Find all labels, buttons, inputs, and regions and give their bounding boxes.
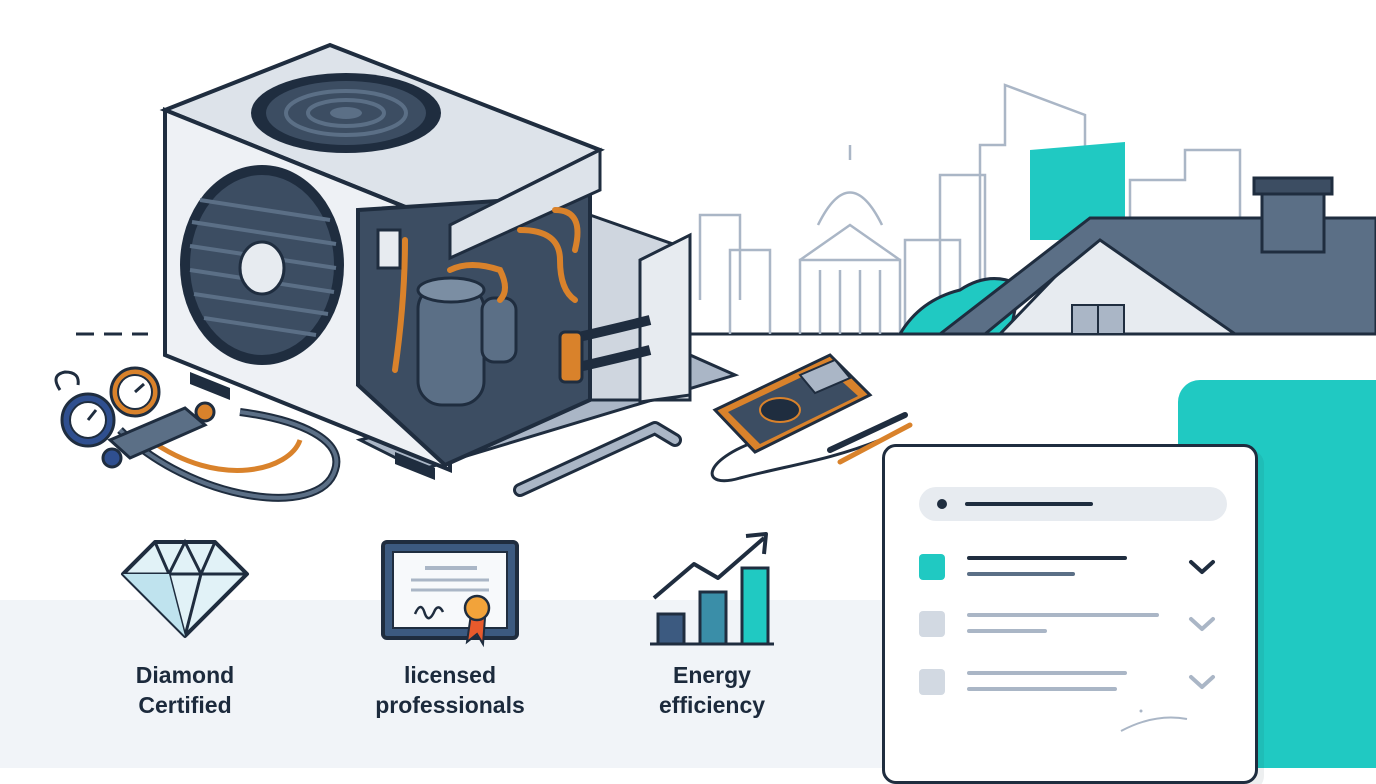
feature-diamond-certified: Diamond Certified bbox=[70, 528, 300, 720]
item-subtitle-line bbox=[967, 629, 1047, 633]
multimeter bbox=[710, 353, 913, 483]
growth-chart-icon bbox=[650, 532, 774, 646]
checkbox-unchecked[interactable] bbox=[919, 611, 945, 637]
checklist-card bbox=[882, 444, 1258, 784]
hvac-illustration bbox=[54, 42, 1376, 502]
checklist-item[interactable] bbox=[919, 552, 1229, 582]
feature-licensed-professionals: licensed professionals bbox=[335, 528, 565, 720]
city-skyline bbox=[698, 83, 1242, 334]
item-title-line bbox=[967, 671, 1127, 675]
search-bar[interactable] bbox=[919, 487, 1227, 521]
item-title-line bbox=[967, 613, 1159, 617]
check-icon bbox=[1189, 675, 1215, 689]
checkbox-checked[interactable] bbox=[919, 554, 945, 580]
check-icon bbox=[1189, 560, 1215, 574]
item-subtitle-line bbox=[967, 687, 1117, 691]
feature-label: licensed professionals bbox=[375, 662, 525, 718]
pen-scribble bbox=[1120, 709, 1188, 732]
search-placeholder-line bbox=[965, 502, 1093, 506]
feature-energy-efficiency: Energy efficiency bbox=[597, 528, 827, 720]
diamond-icon bbox=[121, 538, 249, 638]
checklist-item[interactable] bbox=[919, 609, 1229, 639]
check-icon bbox=[1189, 617, 1215, 631]
search-dot bbox=[937, 499, 947, 509]
manifold-gauge-set bbox=[54, 366, 341, 502]
item-title-line bbox=[967, 556, 1127, 560]
feature-label: Diamond Certified bbox=[135, 662, 235, 718]
house-roof bbox=[897, 176, 1376, 336]
feature-label: Energy efficiency bbox=[658, 662, 766, 718]
checklist-item[interactable] bbox=[919, 667, 1229, 697]
certificate-icon bbox=[381, 540, 519, 648]
ac-condenser-unit bbox=[159, 42, 652, 480]
checkbox-unchecked[interactable] bbox=[919, 669, 945, 695]
item-subtitle-line bbox=[967, 572, 1075, 576]
